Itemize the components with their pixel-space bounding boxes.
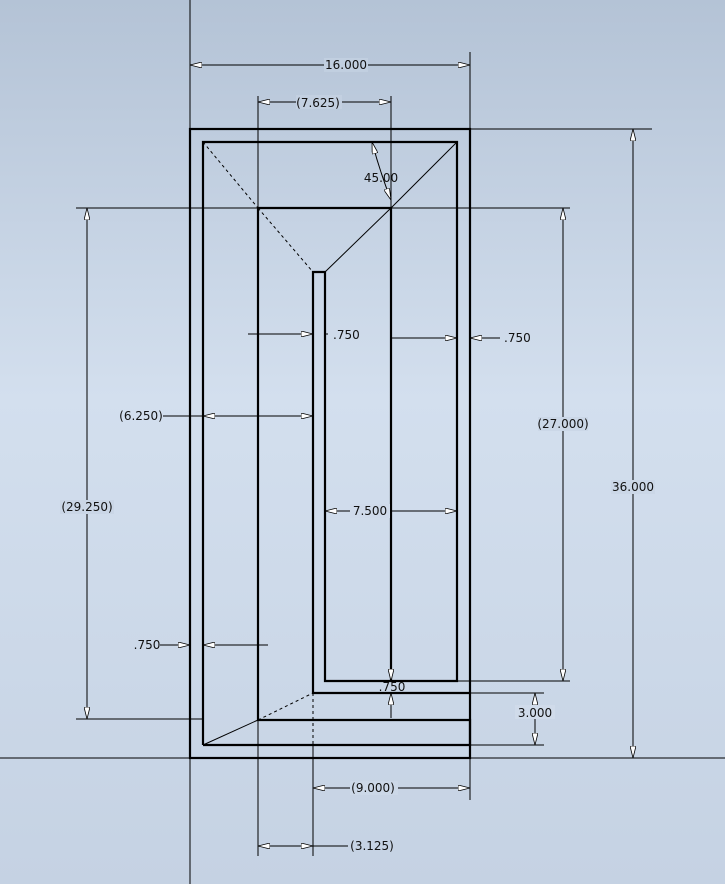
dim-text-pocket-width: 7.500 bbox=[353, 504, 387, 518]
dimension-right-inner-height[interactable]: (27.000) bbox=[391, 207, 589, 682]
dim-text-left-inner-height: (29.250) bbox=[61, 500, 112, 514]
dim-text-overall-width: 16.000 bbox=[325, 58, 367, 72]
dim-text-right-inner-height: (27.000) bbox=[537, 417, 588, 431]
chamfer-line-inner[interactable] bbox=[324, 207, 392, 273]
inner-step[interactable] bbox=[203, 206, 472, 747]
dim-text-right-wall: .750 bbox=[504, 331, 531, 345]
dimension-overall-width[interactable]: 16.000 bbox=[190, 52, 471, 129]
dim-text-chamfer-angle: 45.00 bbox=[364, 171, 398, 185]
dim-text-overall-height: 36.000 bbox=[612, 480, 654, 494]
dim-text-bottom-width: (9.000) bbox=[351, 781, 395, 795]
dimension-chamfer-angle[interactable]: 45.00 bbox=[364, 142, 398, 200]
dimension-left-wall[interactable]: .750 bbox=[134, 638, 268, 652]
dimension-inner-wall[interactable]: .750 bbox=[248, 328, 360, 342]
outer-frame[interactable] bbox=[188, 127, 472, 760]
dim-text-bottom-offset: (3.125) bbox=[350, 839, 394, 853]
dimension-bottom-wall[interactable]: .750 bbox=[379, 660, 406, 718]
dimension-left-offset[interactable]: (6.250) bbox=[119, 409, 313, 423]
dimension-right-wall[interactable]: .750 bbox=[391, 331, 531, 345]
chamfer-line-left-inner[interactable] bbox=[257, 207, 314, 273]
dim-text-inner-wall: .750 bbox=[333, 328, 360, 342]
chamfer-line-left[interactable] bbox=[202, 141, 259, 209]
dim-text-top-opening: (7.625) bbox=[296, 96, 340, 110]
dim-text-left-offset: (6.250) bbox=[119, 409, 163, 423]
sketch-geometry bbox=[188, 127, 472, 760]
dim-text-bottom-wall: .750 bbox=[379, 680, 406, 694]
inner-profile[interactable] bbox=[201, 140, 470, 745]
dimension-bottom-width[interactable]: (9.000) bbox=[312, 745, 471, 856]
dimension-left-inner-height[interactable]: (29.250) bbox=[60, 207, 258, 720]
dim-text-bottom-step: 3.000 bbox=[518, 706, 552, 720]
chamfer-line-right[interactable] bbox=[390, 141, 458, 209]
dimension-overall-height[interactable]: 36.000 bbox=[470, 128, 655, 759]
dimension-bottom-offset[interactable]: (3.125) bbox=[257, 720, 394, 856]
dimension-bottom-step[interactable]: 3.000 bbox=[470, 692, 555, 746]
dimension-top-opening[interactable]: (7.625) bbox=[257, 95, 392, 208]
bottom-chamfer-dashed[interactable] bbox=[257, 692, 314, 721]
dimension-pocket-width[interactable]: 7.500 bbox=[325, 504, 457, 518]
dim-text-left-wall: .750 bbox=[134, 638, 161, 652]
bottom-chamfer-solid[interactable] bbox=[202, 719, 259, 746]
